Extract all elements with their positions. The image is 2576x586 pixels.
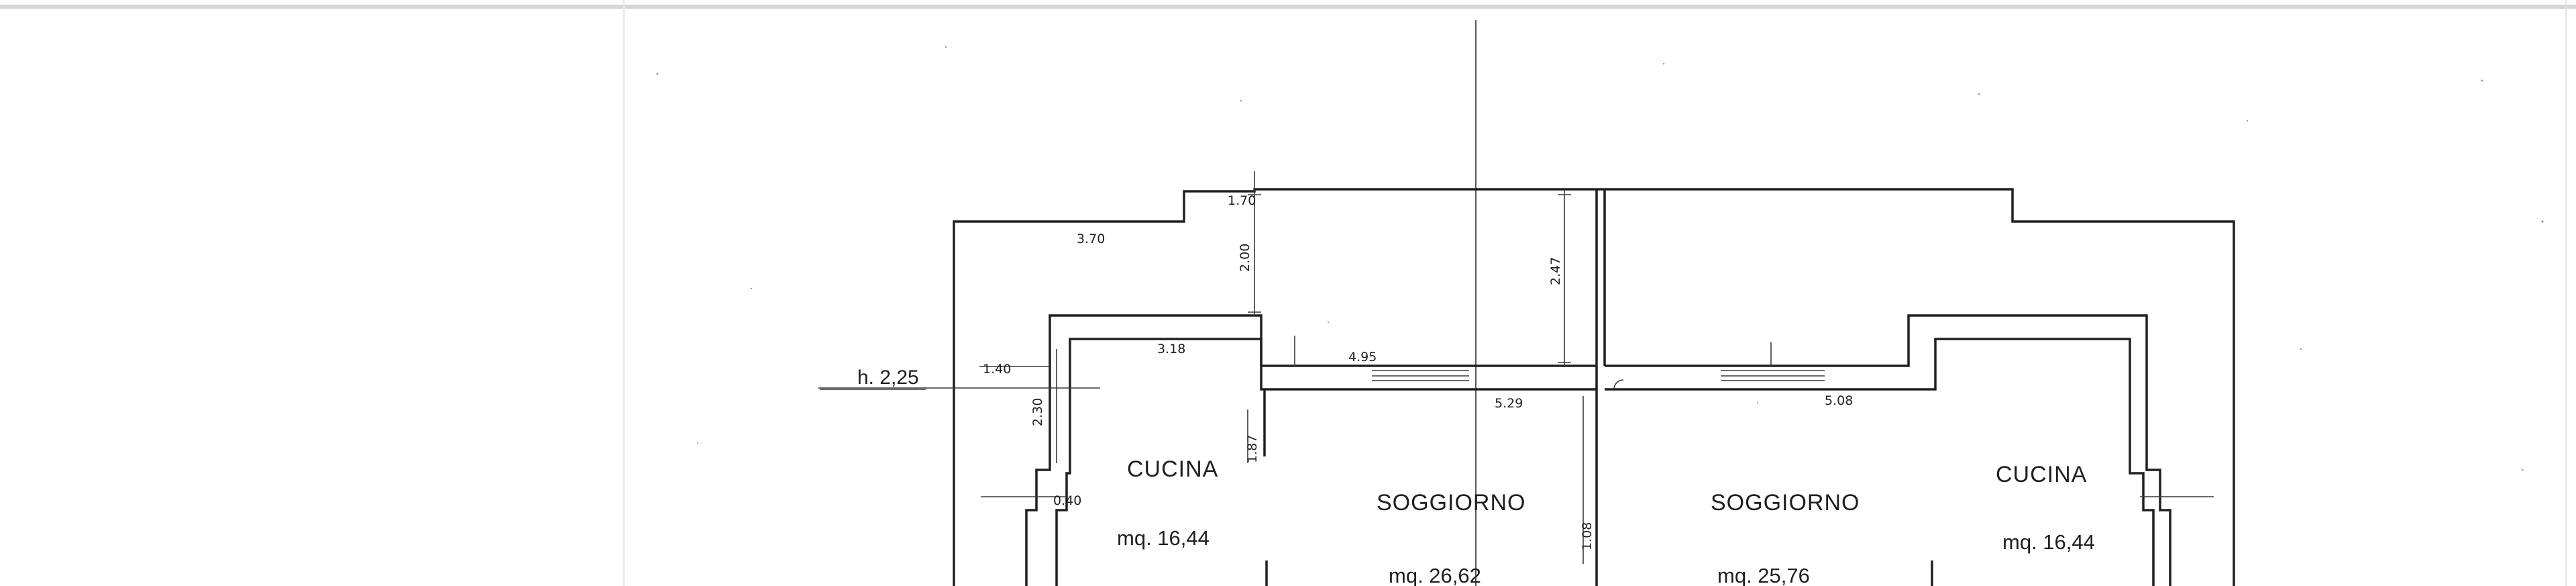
dimension-3-18: 3.18 bbox=[1157, 342, 1185, 356]
right-unit-inner-wall bbox=[1721, 338, 2155, 586]
dimension-1-40: 1.40 bbox=[983, 362, 1011, 377]
dimension-2-47: 2.47 bbox=[1548, 257, 1563, 285]
left-living-name: SOGGIORNO bbox=[1377, 490, 1525, 516]
dimension-4-95: 4.95 bbox=[1348, 350, 1377, 364]
door-swing-arc bbox=[1613, 379, 1624, 390]
left-kitchen-area: mq. 16,44 bbox=[1117, 526, 1210, 550]
right-kitchen-name: CUCINA bbox=[1996, 462, 2087, 487]
dimension-1-70: 1.70 bbox=[1228, 193, 1256, 208]
dimension-3-70: 3.70 bbox=[1077, 232, 1105, 246]
dimension-0-40: 0.40 bbox=[1053, 493, 1081, 508]
dimension-2-30: 2.30 bbox=[1030, 398, 1045, 426]
dimension-1-08: 1.08 bbox=[1580, 522, 1595, 550]
dimension-2-00: 2.00 bbox=[1238, 244, 1252, 272]
left-window bbox=[1372, 370, 1469, 381]
left-unit-inner-wall bbox=[1055, 338, 1372, 586]
left-kitchen-name: CUCINA bbox=[1127, 456, 1218, 482]
left-living-area: mq. 26,62 bbox=[1389, 564, 1481, 586]
dimension-5-29: 5.29 bbox=[1495, 396, 1523, 411]
right-unit-outer-wall bbox=[1721, 314, 2171, 586]
right-living-area: mq. 25,76 bbox=[1717, 564, 1810, 586]
right-unit-front-wall bbox=[1605, 364, 1721, 391]
dimension-1-87: 1.87 bbox=[1245, 435, 1260, 463]
right-kitchen-area: mq. 16,44 bbox=[2002, 530, 2095, 554]
right-window bbox=[1721, 370, 1825, 381]
right-living-name: SOGGIORNO bbox=[1711, 490, 1860, 516]
left-unit-front-wall bbox=[1372, 364, 1597, 391]
dimension-5-08: 5.08 bbox=[1825, 393, 1853, 408]
height-label: h. 2,25 bbox=[857, 367, 919, 389]
scan-noise bbox=[656, 46, 2544, 471]
dimension-lines bbox=[818, 171, 2214, 564]
paper-left-blank bbox=[0, 0, 624, 586]
